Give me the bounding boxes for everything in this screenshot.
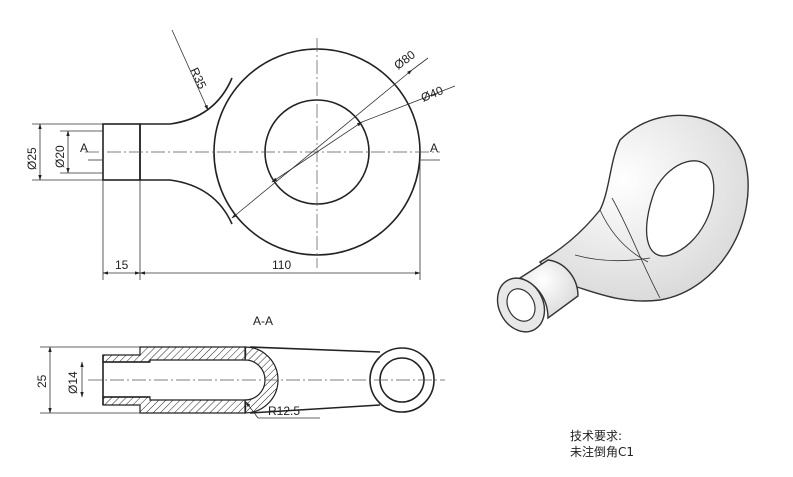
section-title: A-A (253, 314, 273, 328)
section-end-cap (244, 346, 279, 414)
r35-label: R35 (187, 65, 209, 91)
r35-leader (171, 29, 209, 111)
r12-5-label: R12.5 (268, 404, 300, 418)
d40-label: Ø40 (419, 83, 446, 105)
len15-label: 15 (115, 258, 129, 272)
isometric-view (496, 114, 749, 333)
section-lower-wall (102, 396, 247, 414)
height25-label: 25 (35, 374, 49, 388)
neck-outline (140, 77, 233, 125)
section-upper-wall (102, 346, 247, 363)
technical-requirements-line1: 未注倒角C1 (570, 445, 635, 459)
technical-requirements: 技术要求: 未注倒角C1 (570, 428, 634, 460)
d40-dimension-line (271, 121, 363, 183)
d20-label: Ø20 (53, 145, 67, 168)
d25-label: Ø25 (25, 147, 39, 170)
section-mark-right: A (430, 141, 438, 155)
iso-ring-hole (645, 160, 715, 257)
d14-label: Ø14 (66, 371, 80, 394)
technical-requirements-heading: 技术要求: (570, 429, 623, 443)
section-mark-left: A (80, 141, 88, 155)
d80-dimension-line (231, 69, 413, 219)
len110-label: 110 (272, 258, 291, 272)
section-view: A-A 25 Ø14 R12.5 (35, 314, 445, 419)
iso-collar-inner (506, 288, 536, 322)
front-view: A A R35 Ø80 Ø40 Ø25 Ø20 15 110 (25, 29, 456, 280)
neck-outline-lower (140, 179, 233, 225)
iso-ring-body (538, 114, 749, 302)
